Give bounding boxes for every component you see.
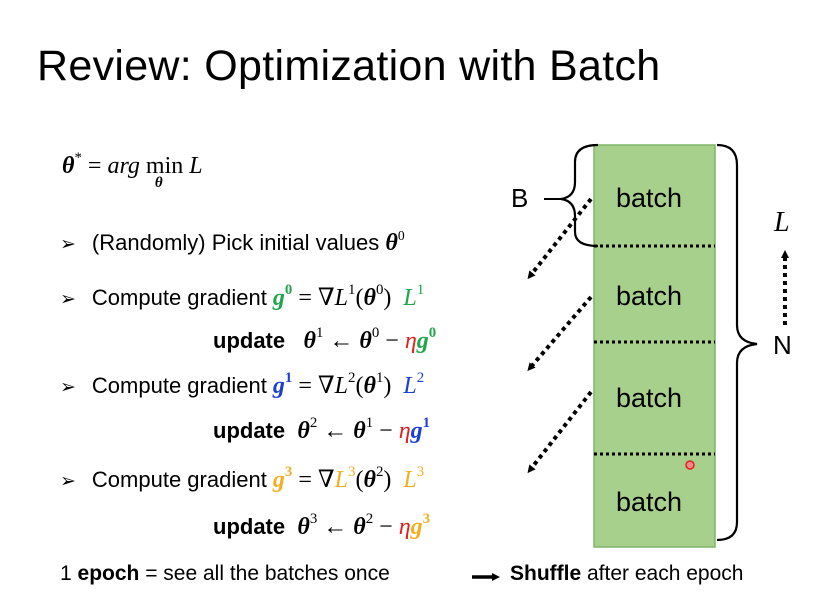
batch-to-loss-arrow <box>527 390 593 474</box>
n-brace <box>716 143 758 542</box>
n-label: N <box>773 330 792 360</box>
cursor-dot <box>685 460 695 470</box>
update-1: update θ1 ← θ0 − ηg0 <box>213 325 437 355</box>
b-label: B <box>511 183 529 213</box>
batch-to-loss-arrow <box>527 197 593 280</box>
step-pick-initial: ➢(Randomly) Pick initial values θ0 <box>60 228 405 257</box>
l-label: L <box>774 207 790 238</box>
theta-symbol: θ <box>62 153 75 180</box>
step-compute-3: ➢Compute gradient g3 = ∇L3(θ2) L3 <box>60 464 425 494</box>
slide-title: Review: Optimization with Batch <box>37 42 661 90</box>
batch-to-loss-arrow <box>527 295 593 372</box>
batch-label-2: batch <box>616 281 683 311</box>
step-compute-2: ➢Compute gradient g1 = ∇L2(θ1) L2 <box>60 370 425 400</box>
bullet-arrow-icon: ➢ <box>60 234 76 256</box>
update-2: update θ2 ← θ1 − ηg1 <box>213 415 431 445</box>
batch-label-1: batch <box>616 183 683 213</box>
footer-shuffle: Shuffle after each epoch <box>510 562 744 585</box>
data-column <box>593 144 716 548</box>
bullet-arrow-icon: ➢ <box>60 471 76 493</box>
objective-formula: θ* = arg min θ L <box>62 150 203 192</box>
batch-label-3: batch <box>616 383 683 413</box>
footer-text: 1 epoch = see all the batches once <box>60 562 390 585</box>
batch-label-4: batch <box>616 487 683 517</box>
step-compute-1: ➢Compute gradient g0 = ∇L1(θ0) L1 <box>60 282 425 312</box>
bullet-arrow-icon: ➢ <box>60 289 76 311</box>
bullet-arrow-icon: ➢ <box>60 377 76 399</box>
update-3: update θ3 ← θ2 − ηg3 <box>213 511 431 541</box>
